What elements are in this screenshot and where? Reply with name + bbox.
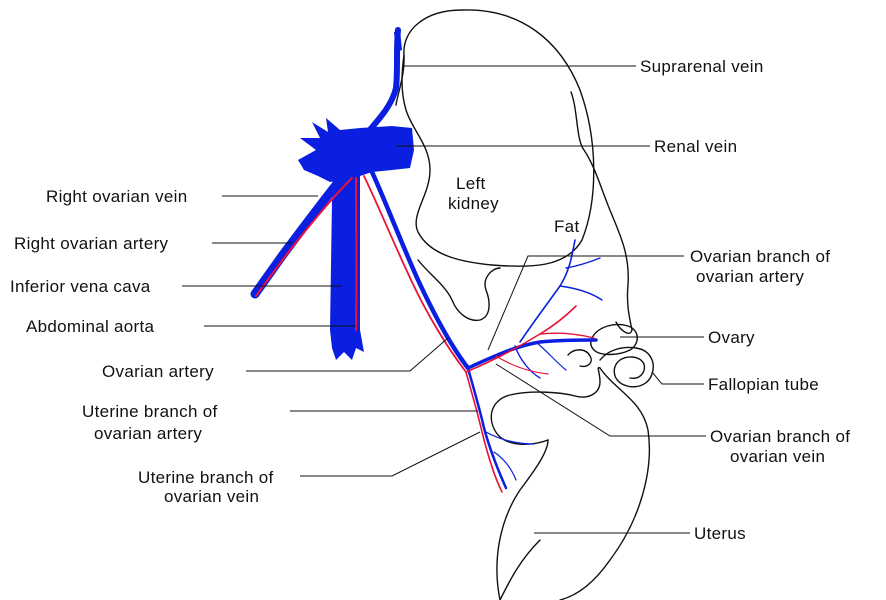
suprarenal-vein-tip <box>394 30 402 52</box>
label-ovarian-branch-ovarian-vein-line2: ovarian vein <box>730 447 825 466</box>
label-fallopian-tube: Fallopian tube <box>708 375 819 394</box>
label-right-ovarian-artery: Right ovarian artery <box>14 234 169 253</box>
suprarenal-vein <box>365 27 401 135</box>
label-ovarian-branch-ovarian-artery-line1: Ovarian branch of <box>690 247 830 266</box>
leader-ovarian-branch-ovarian-vein <box>495 363 706 437</box>
uterus-inner-outline <box>496 439 549 600</box>
uterine-branch-of-ovarian-vein <box>466 366 508 490</box>
label-uterine-branch-ovarian-vein-line1: Uterine branch of <box>138 468 274 487</box>
uterus-outline <box>559 367 651 600</box>
suprarenal-gland-outline <box>395 54 405 106</box>
vein-tributary-uterine-1 <box>485 431 535 445</box>
ovarian-branch-of-ovarian-vein <box>466 338 598 370</box>
label-ovarian-artery: Ovarian artery <box>102 362 214 381</box>
leader-lines <box>182 65 706 534</box>
artery-branch-uterine-small <box>495 355 549 375</box>
label-uterine-branch-ovarian-vein-line2: ovarian vein <box>164 487 259 506</box>
label-left-kidney-line1: Left <box>456 174 486 193</box>
label-uterus: Uterus <box>694 524 746 543</box>
uterine-cavity-outline <box>490 366 601 445</box>
labels: Suprarenal vein Renal vein Left kidney F… <box>10 57 850 543</box>
left-kidney-outline <box>401 9 595 267</box>
veins <box>250 27 603 490</box>
label-left-kidney-line2: kidney <box>448 194 499 213</box>
broad-ligament-outline <box>567 349 592 368</box>
label-suprarenal-vein: Suprarenal vein <box>640 57 764 76</box>
label-ovarian-branch-ovarian-vein-line1: Ovarian branch of <box>710 427 850 446</box>
fat-region-outline <box>570 91 633 334</box>
fat-lower-lobe-outline <box>417 259 501 322</box>
label-ovarian-branch-ovarian-artery-line2: ovarian artery <box>696 267 804 286</box>
arteries <box>255 175 595 493</box>
artery-branch-mesovarium <box>539 332 595 339</box>
label-renal-vein: Renal vein <box>654 137 737 156</box>
label-abdominal-aorta: Abdominal aorta <box>26 317 155 336</box>
label-uterine-branch-ovarian-artery-line2: ovarian artery <box>94 424 202 443</box>
leader-ovarian-artery <box>246 337 449 372</box>
fallopian-tube-outline <box>599 346 654 388</box>
renal-vein <box>298 118 414 182</box>
label-fat: Fat <box>554 217 579 236</box>
vein-tributary-fat-2 <box>559 285 603 301</box>
uterus-lateral-outline <box>499 539 541 600</box>
vein-tributary-mesovarium-2 <box>535 341 567 371</box>
label-uterine-branch-ovarian-artery-line1: Uterine branch of <box>82 402 218 421</box>
vein-tributary-uterine-2 <box>493 451 517 481</box>
right-ovarian-vein <box>250 175 345 299</box>
leader-ovarian-branch-ovarian-artery <box>487 255 684 351</box>
leader-fallopian-tube <box>651 371 704 385</box>
label-ovary: Ovary <box>708 328 755 347</box>
left-ovarian-vein <box>369 169 471 371</box>
vein-tributary-mesovarium-1 <box>514 345 541 379</box>
uterine-branch-of-ovarian-artery <box>465 371 503 493</box>
leader-uterine-branch-ovarian-vein <box>300 431 481 477</box>
label-inferior-vena-cava: Inferior vena cava <box>10 277 151 296</box>
ovary-outline <box>589 323 638 356</box>
label-right-ovarian-vein: Right ovarian vein <box>46 187 187 206</box>
right-ovarian-artery <box>255 177 353 297</box>
vein-tributary-fat-3 <box>565 257 601 269</box>
ovarian-artery <box>363 175 467 373</box>
anatomy-outlines <box>395 9 654 600</box>
